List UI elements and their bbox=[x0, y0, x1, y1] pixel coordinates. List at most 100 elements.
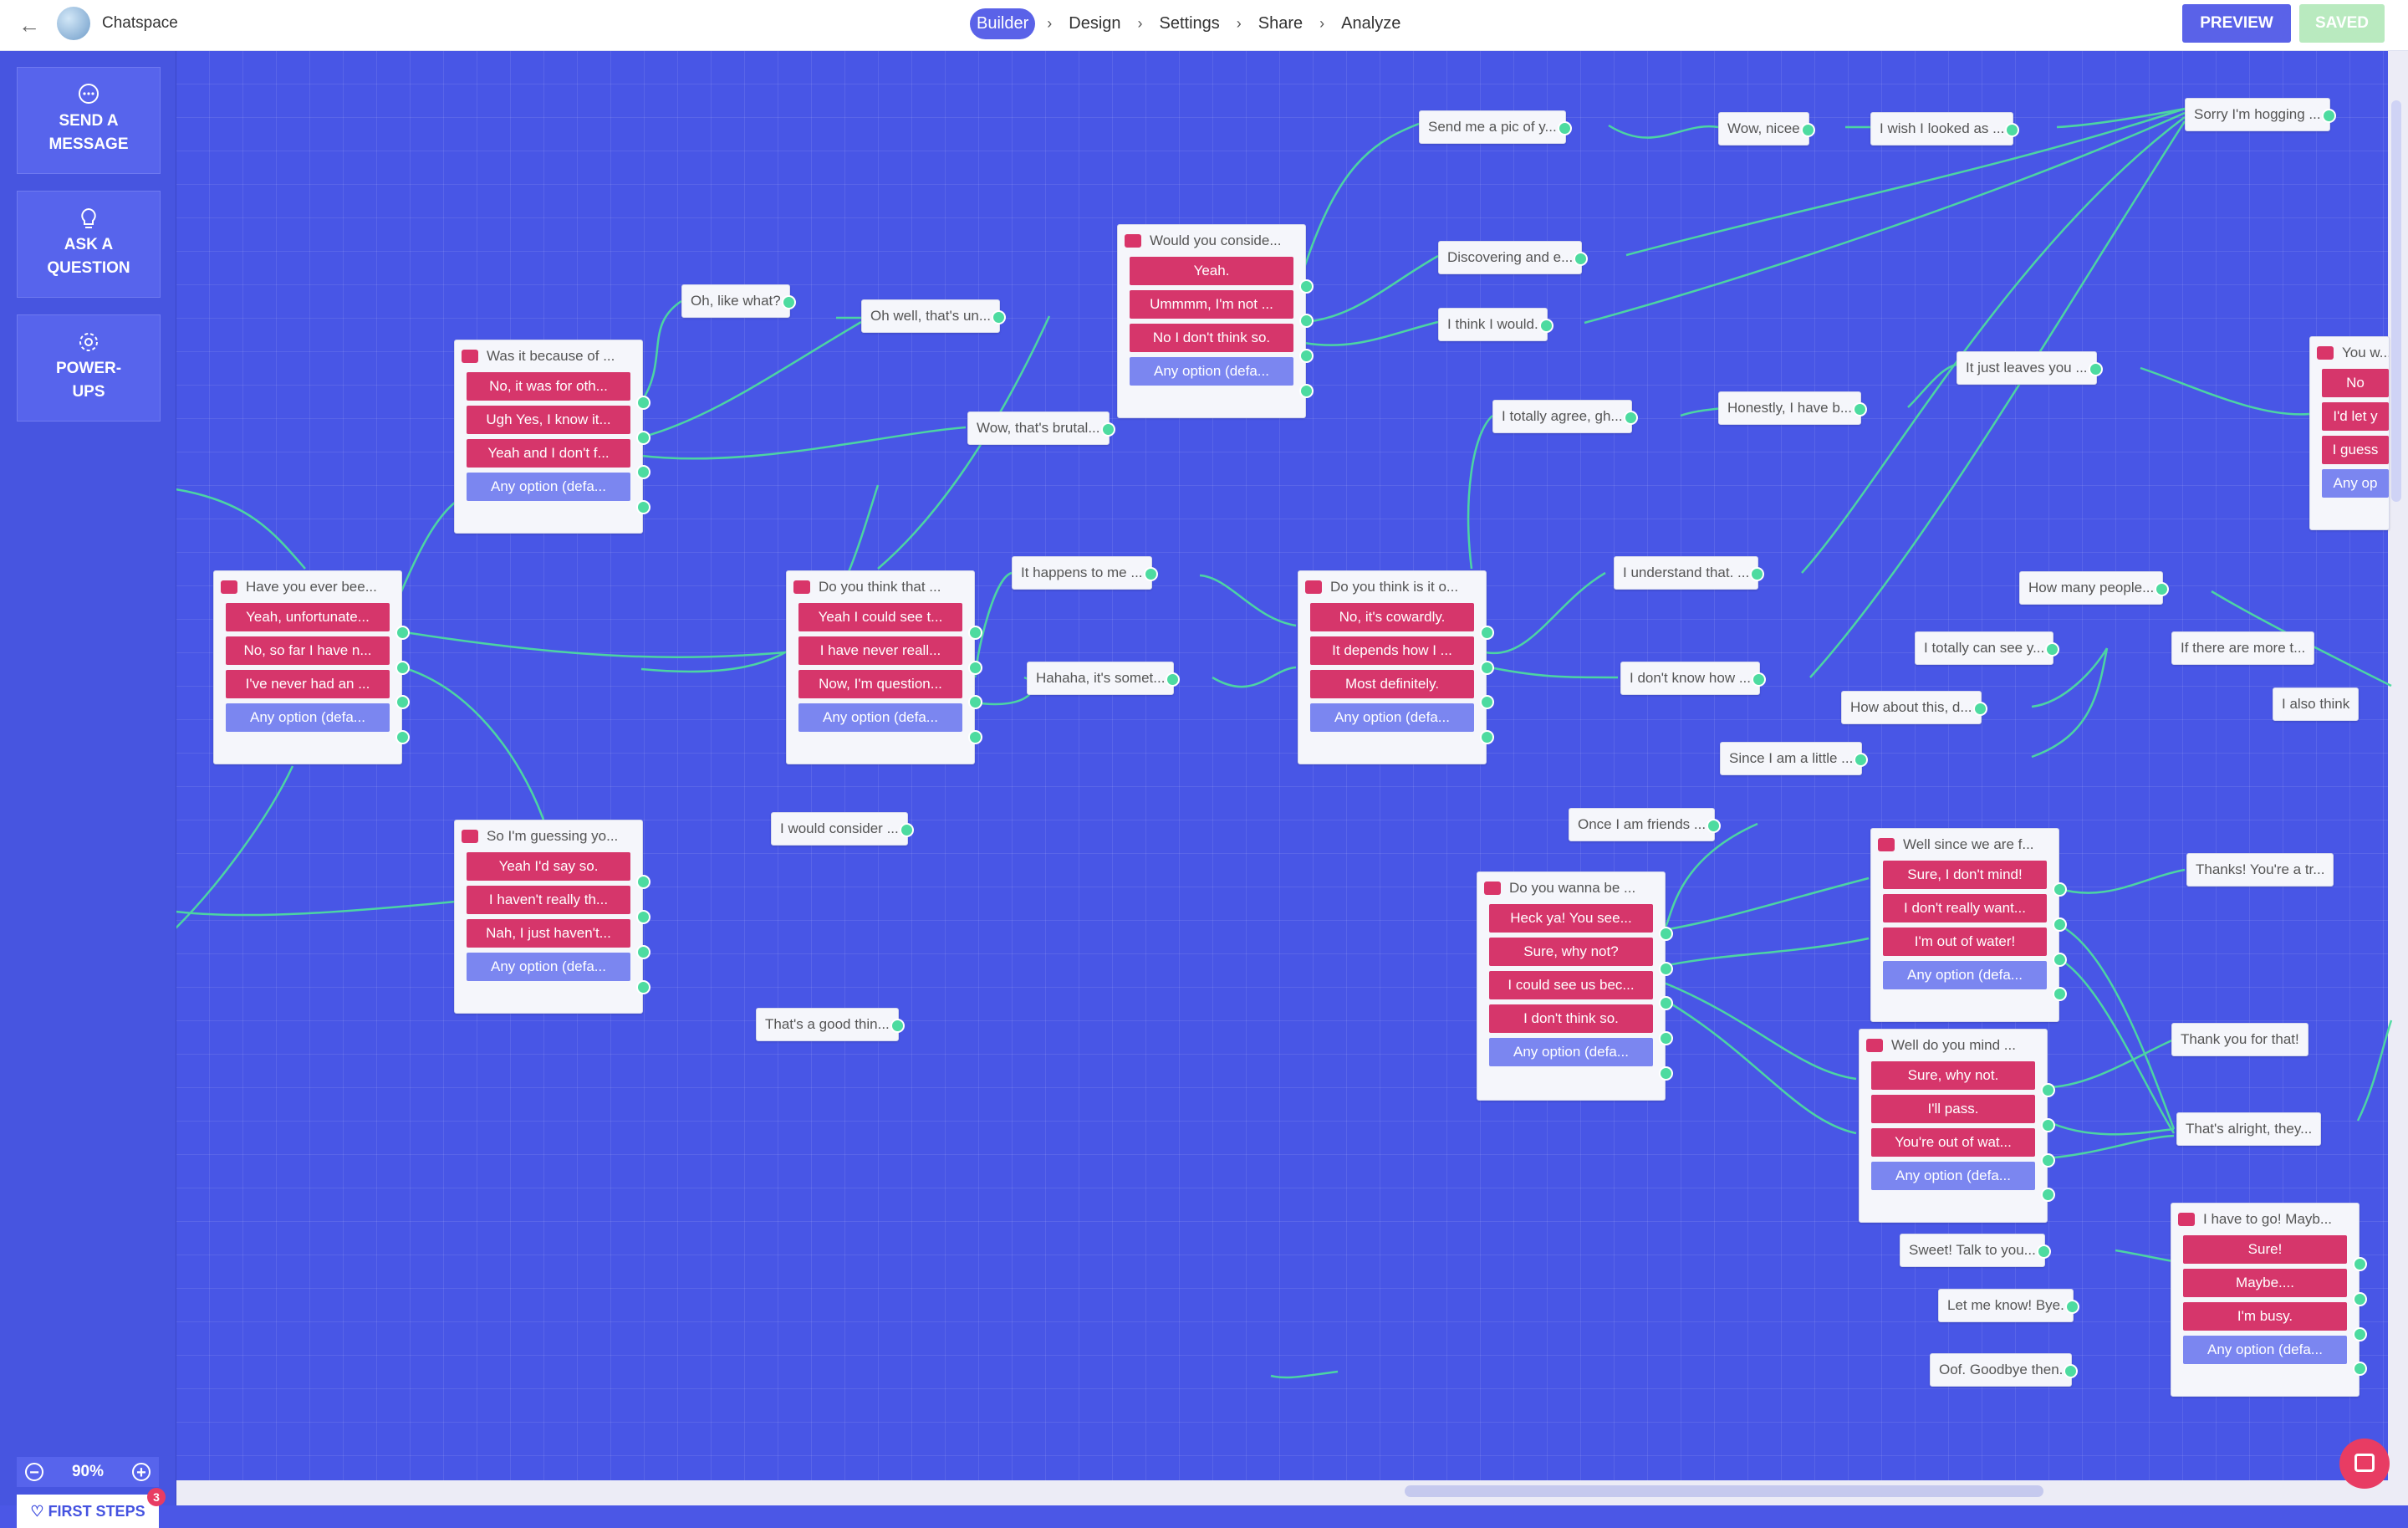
answer-option[interactable]: No, it was for oth... bbox=[467, 372, 630, 401]
zoom-out-icon[interactable]: − bbox=[25, 1463, 43, 1481]
question-node[interactable]: Have you ever bee... Yeah, unfortunate..… bbox=[213, 570, 402, 764]
connector-dot[interactable] bbox=[1659, 1031, 1673, 1045]
connector-dot[interactable] bbox=[1852, 402, 1867, 416]
message-node[interactable]: Thanks! You're a tr... bbox=[2186, 853, 2334, 887]
answer-option[interactable]: Sure, why not? bbox=[1489, 938, 1653, 966]
connector-dot[interactable] bbox=[1750, 567, 1765, 581]
connector-dot[interactable] bbox=[1299, 279, 1314, 294]
connector-dot[interactable] bbox=[2353, 1362, 2367, 1376]
question-node[interactable]: Do you think is it o... No, it's cowardl… bbox=[1298, 570, 1487, 764]
connector-dot[interactable] bbox=[1299, 384, 1314, 398]
message-node[interactable]: Hahaha, it's somet... bbox=[1027, 662, 1181, 695]
connector-dot[interactable] bbox=[2064, 1300, 2079, 1314]
answer-option[interactable]: I'm out of water! bbox=[1883, 928, 2047, 956]
answer-option[interactable]: Yeah I'd say so. bbox=[467, 852, 630, 881]
connector-dot[interactable] bbox=[636, 875, 650, 889]
answer-option[interactable]: I guess bbox=[2322, 436, 2389, 464]
answer-option[interactable]: I could see us bec... bbox=[1489, 971, 1653, 999]
answer-option[interactable]: Ummmm, I'm not ... bbox=[1130, 290, 1293, 319]
answer-option[interactable]: I'll pass. bbox=[1871, 1095, 2035, 1123]
answer-option[interactable]: I have never reall... bbox=[798, 636, 962, 665]
default-option[interactable]: Any option (defa... bbox=[467, 473, 630, 501]
message-node[interactable]: It just leaves you ... bbox=[1956, 351, 2103, 385]
default-option[interactable]: Any option (defa... bbox=[226, 703, 390, 732]
connector-dot[interactable] bbox=[2041, 1188, 2055, 1202]
connector-dot[interactable] bbox=[2053, 953, 2067, 967]
message-node[interactable]: Honestly, I have b... bbox=[1718, 391, 1867, 425]
answer-option[interactable]: I haven't really th... bbox=[467, 886, 630, 914]
message-node[interactable]: Oof. Goodbye then. bbox=[1930, 1353, 2079, 1387]
connector-dot[interactable] bbox=[395, 661, 410, 675]
message-node[interactable]: I totally can see y... bbox=[1915, 631, 2060, 665]
message-node[interactable]: I wish I looked as ... bbox=[1870, 112, 2020, 146]
answer-option[interactable]: Now, I'm question... bbox=[798, 670, 962, 698]
question-node[interactable]: I have to go! Mayb... Sure! Maybe.... I'… bbox=[2171, 1203, 2360, 1397]
step-share[interactable]: Share bbox=[1258, 13, 1303, 33]
default-option[interactable]: Any option (defa... bbox=[2183, 1336, 2347, 1364]
default-option[interactable]: Any option (defa... bbox=[467, 953, 630, 981]
connector-dot[interactable] bbox=[2321, 109, 2336, 123]
step-analyze[interactable]: Analyze bbox=[1341, 13, 1401, 33]
connector-dot[interactable] bbox=[2353, 1257, 2367, 1271]
connector-dot[interactable] bbox=[1480, 730, 1494, 744]
answer-option[interactable]: Maybe.... bbox=[2183, 1269, 2347, 1297]
message-node[interactable]: I would consider ... bbox=[771, 812, 914, 846]
message-node[interactable]: Once I am friends ... bbox=[1569, 808, 1722, 841]
default-option[interactable]: Any option (defa... bbox=[1130, 357, 1293, 386]
answer-option[interactable]: Heck ya! You see... bbox=[1489, 904, 1653, 933]
first-steps-button[interactable]: ♡ FIRST STEPS 3 bbox=[17, 1488, 166, 1528]
answer-option[interactable]: Yeah. bbox=[1130, 257, 1293, 285]
message-node[interactable]: How about this, d... bbox=[1841, 691, 1987, 724]
step-builder[interactable]: Builder bbox=[970, 8, 1036, 39]
connector-dot[interactable] bbox=[2064, 1364, 2079, 1378]
connector-dot[interactable] bbox=[395, 626, 410, 640]
question-node[interactable]: Well since we are f... Sure, I don't min… bbox=[1870, 828, 2059, 1022]
connector-dot[interactable] bbox=[1659, 927, 1673, 941]
connector-dot[interactable] bbox=[1480, 695, 1494, 709]
connector-dot[interactable] bbox=[899, 823, 914, 837]
question-node[interactable]: Well do you mind ... Sure, why not. I'll… bbox=[1859, 1029, 2048, 1223]
connector-dot[interactable] bbox=[1659, 996, 1673, 1010]
connector-dot[interactable] bbox=[1538, 319, 1553, 333]
answer-option[interactable]: Most definitely. bbox=[1310, 670, 1474, 698]
message-node[interactable]: Wow, nicee bbox=[1718, 112, 1815, 146]
answer-option[interactable]: Sure! bbox=[2183, 1235, 2347, 1264]
connector-dot[interactable] bbox=[1480, 626, 1494, 640]
message-node[interactable]: I also think bbox=[2273, 687, 2360, 721]
message-node[interactable]: It happens to me ... bbox=[1012, 556, 1158, 590]
message-node[interactable]: Thank you for that! bbox=[2171, 1023, 2309, 1056]
answer-option[interactable]: Yeah, unfortunate... bbox=[226, 603, 390, 631]
back-arrow-icon[interactable]: ← bbox=[18, 13, 40, 38]
message-node[interactable]: How many people... bbox=[2019, 571, 2170, 605]
preview-button[interactable]: PREVIEW bbox=[2182, 4, 2291, 43]
connector-dot[interactable] bbox=[636, 910, 650, 924]
default-option[interactable]: Any option (defa... bbox=[798, 703, 962, 732]
answer-option[interactable]: I'm busy. bbox=[2183, 1302, 2347, 1331]
question-node[interactable]: Was it because of ... No, it was for oth… bbox=[454, 340, 643, 534]
default-option[interactable]: Any option (defa... bbox=[1883, 961, 2047, 989]
answer-option[interactable]: Sure, why not. bbox=[1871, 1061, 2035, 1090]
connector-dot[interactable] bbox=[2053, 882, 2067, 897]
answer-option[interactable]: Nah, I just haven't... bbox=[467, 919, 630, 948]
connector-dot[interactable] bbox=[636, 500, 650, 514]
answer-option[interactable]: Ugh Yes, I know it... bbox=[467, 406, 630, 434]
connector-dot[interactable] bbox=[2088, 362, 2103, 376]
connector-dot[interactable] bbox=[1100, 422, 1115, 437]
connector-dot[interactable] bbox=[636, 945, 650, 959]
connector-dot[interactable] bbox=[1623, 411, 1638, 425]
connector-dot[interactable] bbox=[1557, 121, 1572, 135]
connector-dot[interactable] bbox=[2053, 917, 2067, 932]
connector-dot[interactable] bbox=[781, 295, 796, 309]
connector-dot[interactable] bbox=[968, 626, 982, 640]
connector-dot[interactable] bbox=[2041, 1083, 2055, 1097]
connector-dot[interactable] bbox=[2053, 987, 2067, 1001]
connector-dot[interactable] bbox=[1972, 702, 1987, 716]
connector-dot[interactable] bbox=[636, 465, 650, 479]
connector-dot[interactable] bbox=[1707, 819, 1722, 833]
horizontal-scrollbar[interactable] bbox=[1405, 1485, 2043, 1497]
answer-option[interactable]: I don't really want... bbox=[1883, 894, 2047, 922]
message-node[interactable]: Send me a pic of y... bbox=[1419, 110, 1572, 144]
answer-option[interactable]: I don't think so. bbox=[1489, 1004, 1653, 1033]
answer-option[interactable]: You're out of wat... bbox=[1871, 1128, 2035, 1157]
step-design[interactable]: Design bbox=[1069, 13, 1121, 33]
